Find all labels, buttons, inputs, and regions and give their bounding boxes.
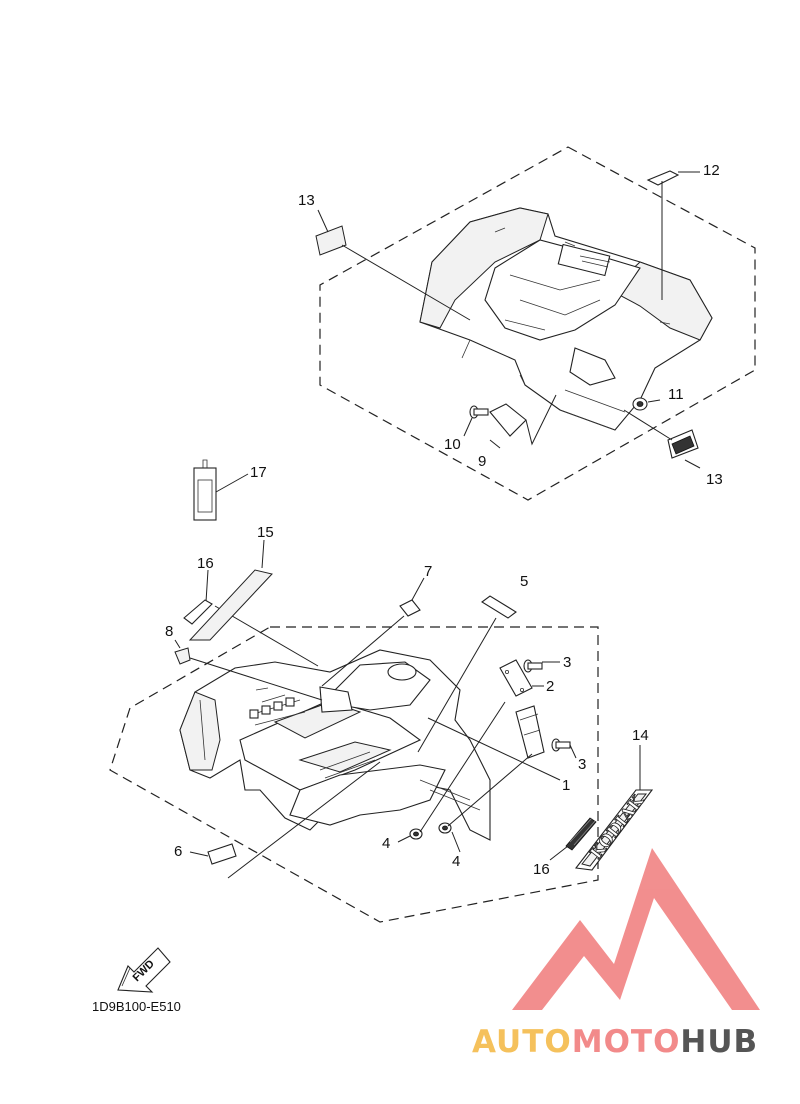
leader-1 — [427, 717, 561, 781]
part-5-decal — [481, 595, 517, 619]
part-2-plate — [499, 659, 533, 697]
watermark-auto: AUTO — [472, 1024, 572, 1060]
part-1-bracket — [515, 705, 545, 759]
callout-7: 7 — [424, 563, 432, 580]
part-17-sheet — [193, 459, 249, 521]
callout-6: 6 — [174, 843, 182, 860]
kodiak-decal-text: KODIAK — [586, 791, 648, 863]
leader-9 — [489, 394, 557, 449]
part-7-decal — [399, 599, 421, 617]
part-15-decal — [188, 569, 273, 641]
leader-8 — [174, 639, 323, 701]
part-9-plate — [489, 403, 527, 437]
part-4-grommet-left — [409, 828, 423, 840]
callout-10: 10 — [444, 436, 461, 453]
part-code: 1D9B100-E510 — [92, 999, 181, 1014]
callout-17: 17 — [250, 464, 267, 481]
leader-11 — [647, 399, 661, 403]
callout-4-right: 4 — [452, 853, 460, 870]
callout-2: 2 — [546, 678, 554, 695]
part-6-decal — [207, 843, 237, 865]
part-13-decal-lower — [667, 429, 699, 459]
part-3-screw-upper — [523, 659, 543, 673]
front-fender — [179, 649, 491, 841]
callout-15: 15 — [257, 524, 274, 541]
leader-16-lower — [549, 845, 569, 861]
callout-4-left: 4 — [382, 835, 390, 852]
front-fender-vents — [249, 697, 295, 719]
part-10-screw — [469, 405, 489, 419]
leader-13-upper — [317, 209, 471, 321]
part-16-decal-upper — [183, 599, 213, 625]
callout-9: 9 — [478, 453, 486, 470]
callout-1: 1 — [562, 777, 570, 794]
callout-labels: 1 2 3 3 4 4 5 6 7 8 9 10 11 12 13 13 14 … — [165, 162, 723, 878]
callout-5: 5 — [520, 573, 528, 590]
callout-14: 14 — [632, 727, 649, 744]
part-11-plug — [632, 397, 648, 411]
leader-5 — [417, 617, 497, 753]
callout-16-upper: 16 — [197, 555, 214, 572]
rear-group-boundary — [319, 146, 756, 501]
leader-4 — [397, 701, 533, 853]
leader-7 — [321, 577, 425, 687]
part-8-cap — [174, 647, 191, 665]
rear-fender — [419, 207, 713, 431]
leader-10 — [463, 417, 473, 437]
leader-16-upper — [205, 569, 209, 603]
watermark-text: AUTOMOTOHUB — [472, 1024, 758, 1060]
leader-6 — [189, 761, 381, 879]
callout-11: 11 — [668, 386, 684, 403]
callout-3-upper: 3 — [563, 654, 571, 671]
callout-13-upper: 13 — [298, 192, 315, 209]
part-3-screw-lower — [551, 738, 571, 752]
watermark-moto: MOTO — [572, 1024, 681, 1060]
rear-fender-group — [315, 146, 756, 501]
part-13-decal-upper — [315, 225, 347, 256]
callout-8: 8 — [165, 623, 173, 640]
callout-3-lower: 3 — [578, 756, 586, 773]
watermark-hub: HUB — [680, 1024, 758, 1060]
front-group-boundary — [109, 626, 599, 923]
watermark-logo-icon — [512, 848, 760, 1010]
leader-3-lower — [569, 744, 577, 759]
callout-12: 12 — [703, 162, 720, 179]
front-fender-group — [109, 539, 641, 923]
callout-13-lower: 13 — [706, 471, 723, 488]
fwd-arrow: FWD — [117, 947, 171, 993]
watermark: AUTOMOTOHUB — [472, 848, 760, 1060]
part-16-decal-lower — [565, 817, 597, 851]
part-12-label — [646, 170, 680, 186]
leader-13-lower — [623, 409, 701, 469]
callout-16-lower: 16 — [533, 861, 550, 878]
